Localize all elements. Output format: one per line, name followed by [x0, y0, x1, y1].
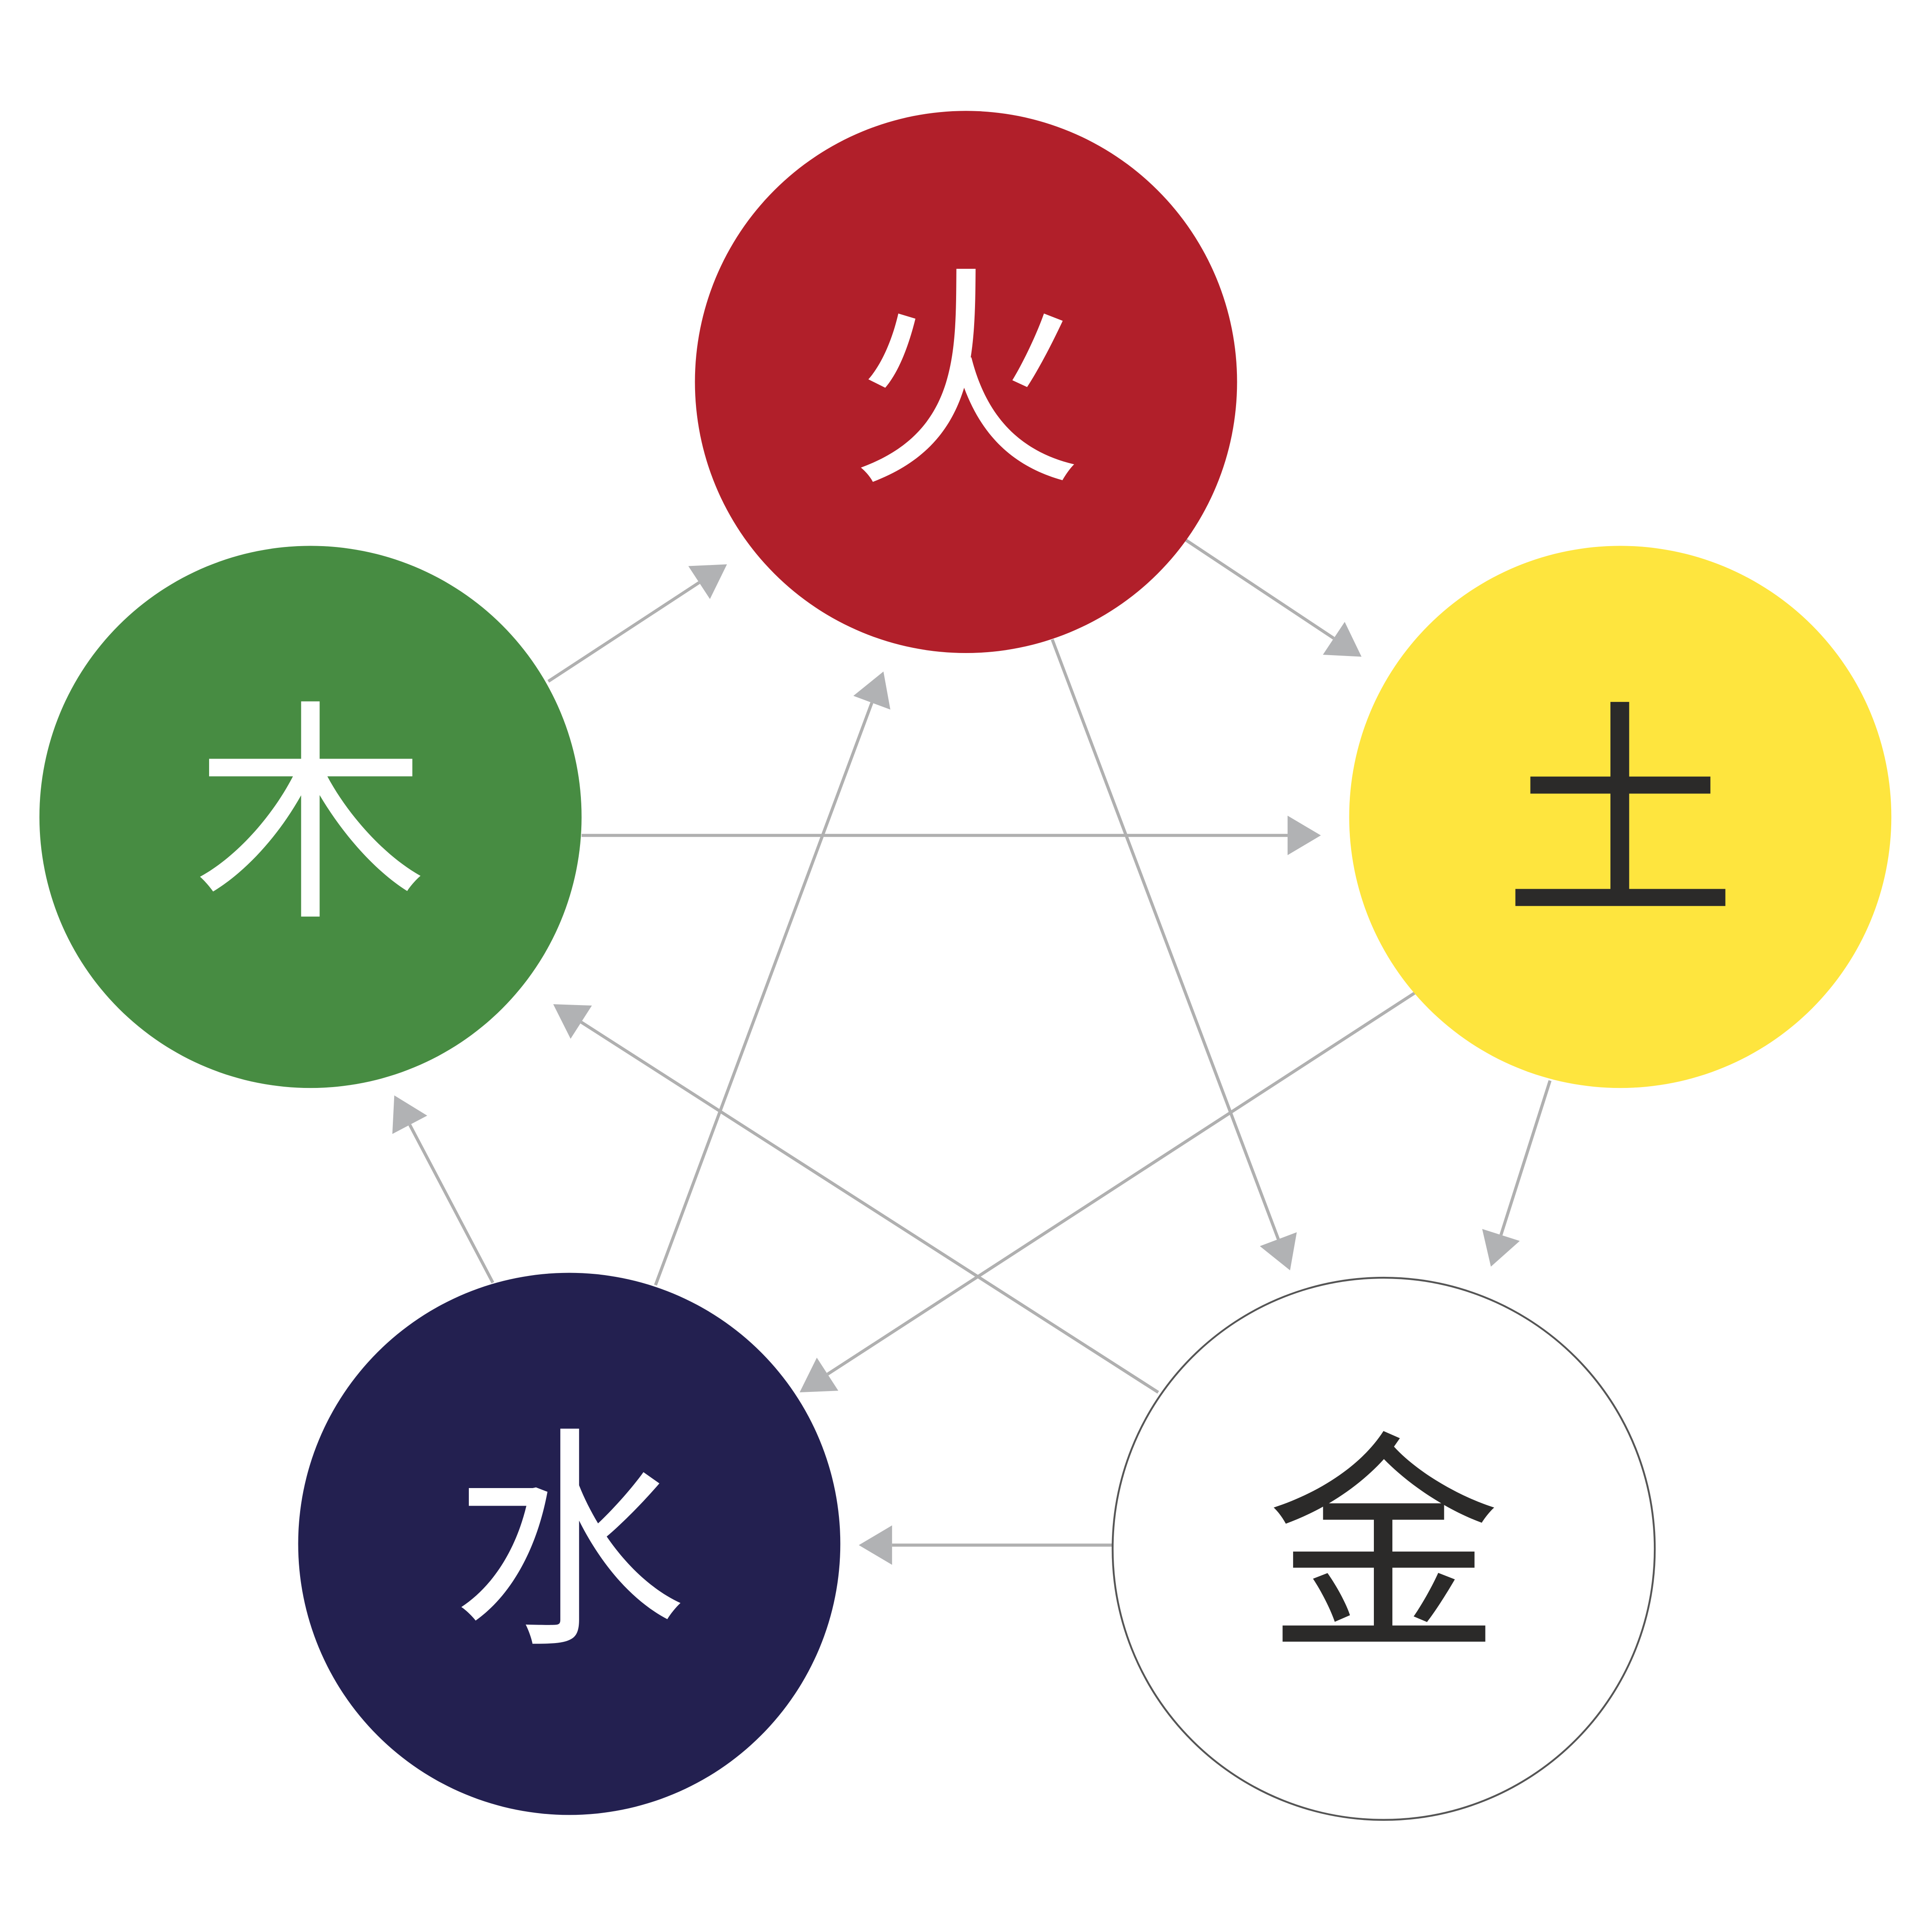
arrow-fire-to-metal: [1051, 639, 1297, 1270]
arrowhead-icon: [1323, 622, 1362, 657]
arrow-line: [547, 581, 700, 683]
earth-circle: [1349, 546, 1892, 1088]
arrow-line: [654, 702, 874, 1286]
metal-label: 金: [1267, 1413, 1501, 1685]
arrow-metal-to-water: [859, 1525, 1113, 1565]
metal-circle: [1112, 1276, 1656, 1821]
arrow-line: [826, 992, 1416, 1376]
arrowhead-icon: [392, 1095, 428, 1134]
wood-label: 木: [194, 680, 428, 953]
earth-label: 土: [1503, 680, 1737, 953]
element-node-wood: 木: [39, 546, 582, 1088]
arrowhead-icon: [553, 1004, 592, 1039]
nodes-layer: 火土金 水 木: [39, 111, 1892, 1821]
arrow-earth-to-metal: [1482, 1080, 1552, 1267]
arrow-metal-to-wood: [553, 1004, 1159, 1394]
arrowhead-icon: [1482, 1229, 1520, 1267]
arrow-line: [580, 1021, 1159, 1394]
element-node-water: 水: [298, 1273, 841, 1815]
arrowhead-icon: [1288, 815, 1321, 855]
arrow-fire-to-earth: [1184, 538, 1362, 657]
arrow-wood-to-earth: [581, 815, 1321, 855]
water-circle: [298, 1273, 841, 1815]
arrowhead-icon: [853, 671, 890, 710]
element-node-earth: 土: [1349, 546, 1892, 1088]
element-node-metal: 金: [1112, 1276, 1656, 1821]
arrow-line: [1184, 538, 1335, 640]
arrow-water-to-wood: [392, 1095, 495, 1284]
fire-circle: [695, 111, 1237, 653]
arrows-layer: [392, 538, 1552, 1565]
arrowhead-icon: [1260, 1232, 1297, 1270]
arrow-water-to-fire: [654, 671, 890, 1286]
arrow-line: [1051, 639, 1280, 1240]
element-node-fire: 火: [695, 111, 1237, 653]
water-label: 水: [452, 1407, 686, 1680]
arrow-line: [408, 1124, 495, 1284]
arrowhead-icon: [688, 564, 727, 599]
arrow-wood-to-fire: [547, 564, 727, 683]
wood-circle: [39, 546, 582, 1088]
arrowhead-icon: [859, 1525, 892, 1565]
fire-label: 火: [849, 246, 1083, 518]
arrowhead-icon: [799, 1358, 838, 1392]
arrow-earth-to-water: [799, 992, 1416, 1392]
arrow-line: [1499, 1080, 1552, 1236]
